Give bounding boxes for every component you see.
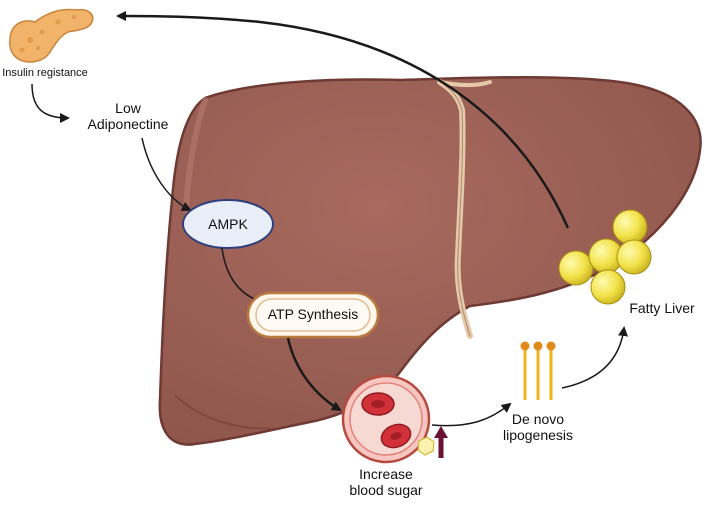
fatty-liver-label: Fatty Liver: [629, 300, 695, 316]
lipogenesis-label-line-2: lipogenesis: [502, 427, 574, 444]
liver-illustration: [158, 75, 702, 446]
feedback-arrow: [116, 11, 570, 229]
fat-droplets-icon: [558, 209, 652, 305]
adiponectine-label-line-1: Low: [115, 100, 141, 116]
ampk-label: AMPK: [208, 216, 248, 232]
adiponectine-label: Low Adiponectine: [68, 100, 188, 132]
insulin-to-adiponectine-arrow: [31, 83, 70, 123]
blood-vessel-icon: [341, 374, 448, 464]
fatty-acid-icon: [520, 341, 556, 400]
atp-synthesis-label: ATP Synthesis: [267, 306, 359, 322]
adiponectine-to-ampk-arrow: [141, 137, 192, 211]
blood-sugar-label-line-2: blood sugar: [349, 482, 423, 499]
adiponectine-label-line-2: Adiponectine: [87, 116, 169, 133]
atp-to-blood-arrow: [286, 337, 342, 412]
insulin-resistance-label: Insulin registance: [2, 67, 88, 79]
blood-sugar-label: Increase blood sugar: [326, 466, 446, 498]
blood-sugar-label-line-1: Increase: [359, 466, 413, 482]
blood-to-lipogenesis-arrow: [431, 402, 512, 427]
mitochondrion-icon: [246, 291, 380, 339]
ampk-node: [182, 199, 274, 249]
lipogenesis-to-fatty-liver-arrow: [561, 326, 628, 389]
pancreas-icon: [9, 8, 94, 63]
lipogenesis-label-line-1: De novo: [511, 411, 565, 427]
lipogenesis-label: De novo lipogenesis: [488, 411, 588, 443]
